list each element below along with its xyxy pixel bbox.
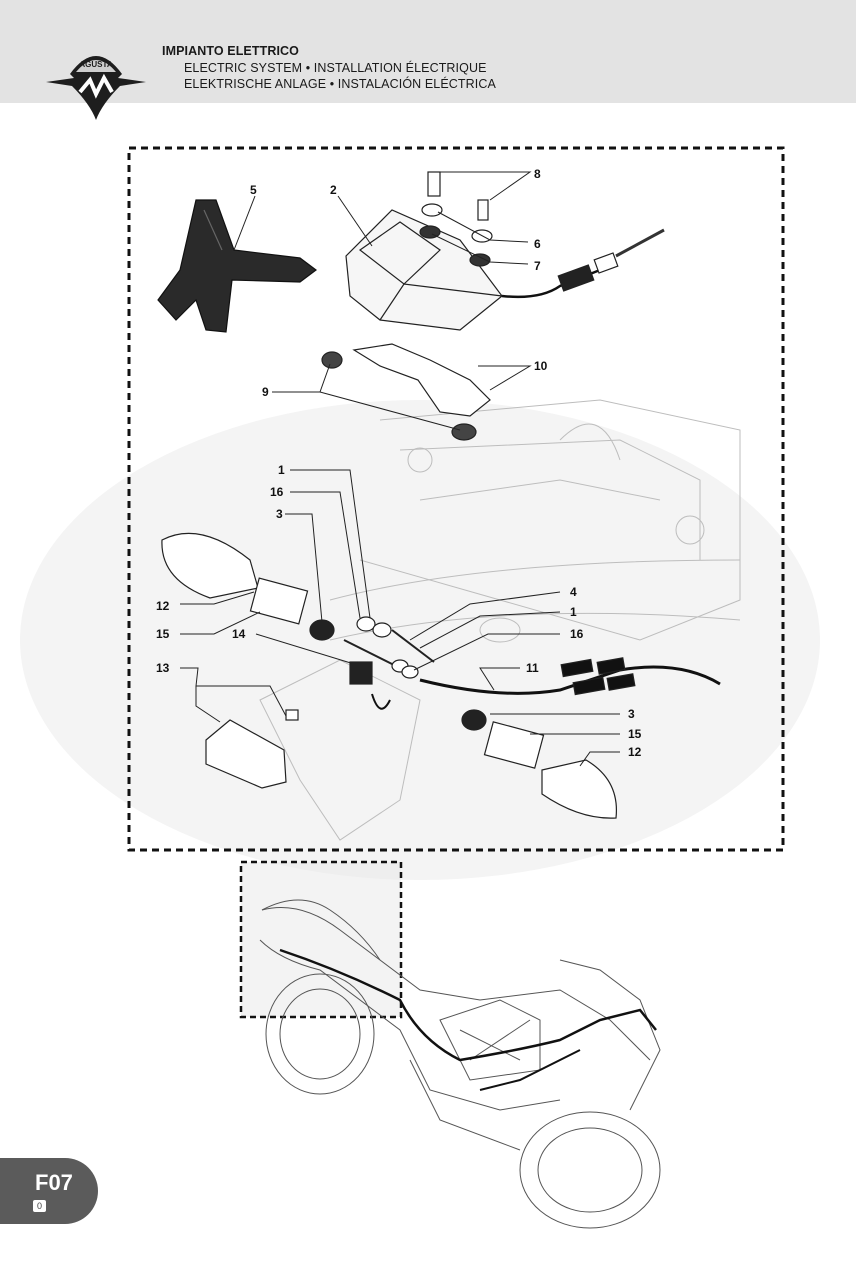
part-right-indicator: [541, 759, 618, 819]
detail-frame: [127, 146, 785, 852]
callout-8: 8: [534, 167, 541, 181]
part-left-indicator: [161, 532, 259, 599]
callout-10: 10: [534, 359, 548, 373]
callout-15-right: 15: [628, 727, 642, 741]
callout-2: 2: [330, 183, 337, 197]
part-screws: [427, 171, 489, 221]
page-header: [0, 0, 856, 103]
part-bracket: [352, 343, 491, 417]
callout-3-left: 3: [276, 507, 283, 521]
callout-16-upper: 16: [270, 485, 284, 499]
part-license-light: [205, 719, 287, 789]
callout-5: 5: [250, 183, 257, 197]
callout-leaders: [180, 171, 620, 767]
part-connector-14: [349, 661, 373, 685]
page-subtitle-line-2: ELEKTRISCHE ANLAGE • INSTALACIÓN ELÉCTRI…: [184, 77, 496, 91]
callout-12-right: 12: [628, 745, 642, 759]
callout-9: 9: [262, 385, 269, 399]
callout-7: 7: [534, 259, 541, 273]
callout-1-right: 1: [570, 605, 577, 619]
callout-15-left: 15: [156, 627, 170, 641]
callout-11: 11: [526, 661, 539, 675]
page-badge: [0, 1158, 98, 1224]
part-mount-hardware: [343, 616, 435, 679]
page-code: F07: [35, 1170, 73, 1195]
callout-12-left: 12: [156, 599, 170, 613]
callout-3-right: 3: [628, 707, 635, 721]
callout-13: 13: [156, 661, 170, 675]
callout-4: 4: [570, 585, 577, 599]
callout-16-right: 16: [570, 627, 584, 641]
part-tail-cover: [157, 199, 317, 333]
callout-1-upper: 1: [278, 463, 285, 477]
part-rear-light-cable: [501, 268, 601, 299]
overview-detail-box: [239, 860, 403, 1019]
callout-14: 14: [232, 627, 246, 641]
part-cable-harness: [419, 665, 721, 695]
part-rear-light: [345, 209, 503, 331]
page-title: IMPIANTO ELETTRICO: [162, 44, 299, 58]
revision-number: 0: [33, 1200, 46, 1212]
overview-harness: [279, 948, 657, 1062]
callout-6: 6: [534, 237, 541, 251]
mv-agusta-logo: AGUSTA: [46, 56, 146, 120]
page-subtitle-line-1: ELECTRIC SYSTEM • INSTALLATION ÉLECTRIQU…: [184, 61, 487, 75]
svg-text:AGUSTA: AGUSTA: [79, 60, 112, 69]
